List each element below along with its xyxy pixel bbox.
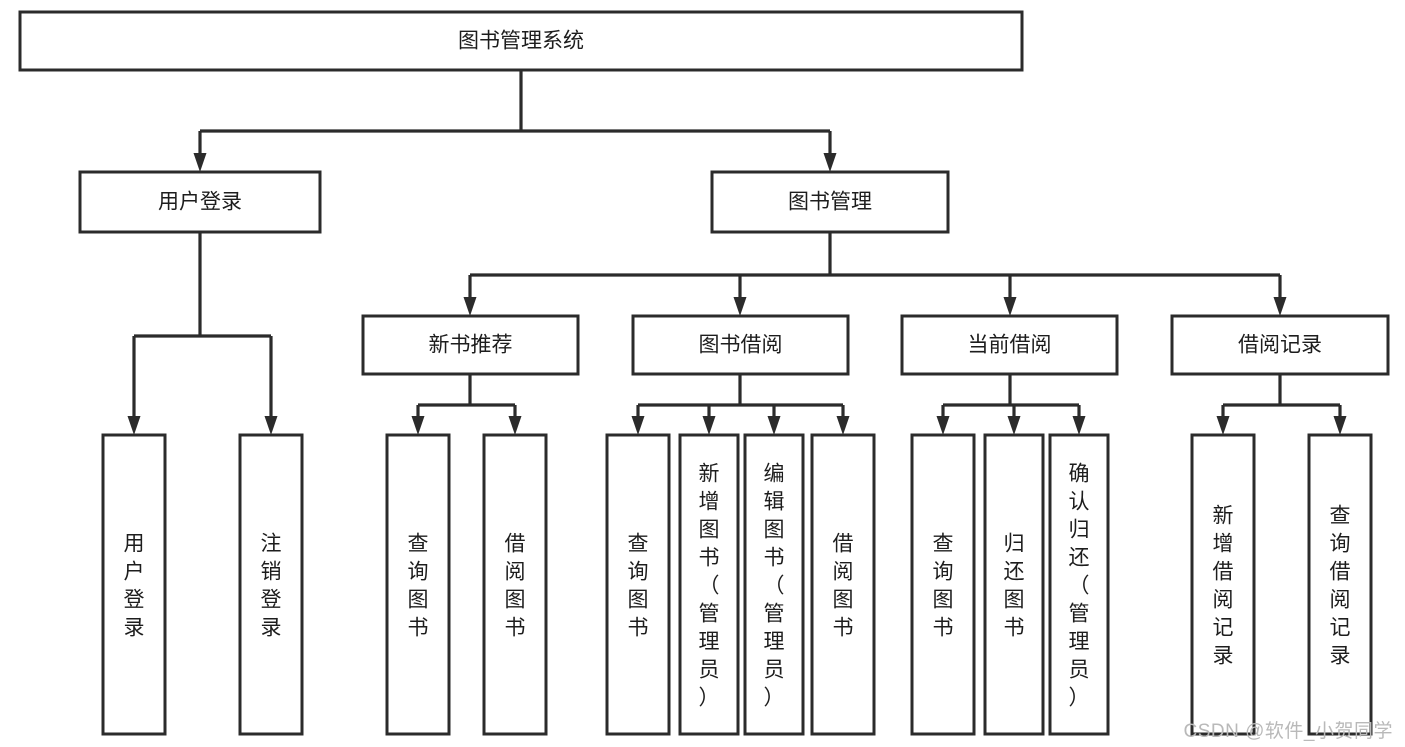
arrow-head-icon	[631, 416, 645, 435]
node-leaf-query-book-recommend[interactable]: 查询图书	[385, 433, 451, 736]
arrow-head-icon	[733, 297, 747, 316]
node-box-leaf-logout[interactable]	[238, 433, 304, 736]
node-box-leaf-add-book[interactable]	[678, 433, 740, 736]
arrow-head-icon	[823, 153, 837, 172]
node-label-root: 图书管理系统	[458, 30, 584, 53]
node-leaf-user-login[interactable]: 用户登录	[101, 433, 167, 736]
node-label-new-book-recommend: 新书推荐	[429, 334, 513, 357]
node-leaf-query-book-current[interactable]: 查询图书	[910, 433, 976, 736]
node-label-leaf-add-book: 新增图书（管理员）	[699, 462, 720, 709]
node-box-leaf-borrow-book-recommend[interactable]	[482, 433, 548, 736]
node-leaf-borrow-book[interactable]: 借阅图书	[810, 433, 876, 736]
node-box-leaf-confirm-return[interactable]	[1048, 433, 1110, 736]
arrow-head-icon	[936, 416, 950, 435]
arrow-head-icon	[127, 416, 141, 435]
node-label-leaf-user-login: 用户登录	[124, 532, 145, 639]
node-box-leaf-return-book[interactable]	[983, 433, 1045, 736]
arrow-head-icon	[702, 416, 716, 435]
csdn-watermark: CSDN @软件_小贺同学	[1183, 721, 1393, 742]
nodes-layer: 图书管理系统用户登录图书管理新书推荐图书借阅当前借阅借阅记录用户登录注销登录查询…	[18, 10, 1390, 736]
node-leaf-query-book-borrow[interactable]: 查询图书	[605, 433, 671, 736]
node-label-book-borrow: 图书借阅	[699, 334, 783, 357]
connector-group-userlogin-to-leaves	[127, 232, 278, 435]
node-new-book-recommend[interactable]: 新书推荐	[361, 314, 580, 376]
node-label-leaf-add-borrow-record: 新增借阅记录	[1213, 504, 1234, 667]
connectors-layer	[127, 70, 1347, 435]
node-leaf-return-book[interactable]: 归还图书	[983, 433, 1045, 736]
arrow-head-icon	[463, 297, 477, 316]
arrow-head-icon	[1072, 416, 1086, 435]
arrow-head-icon	[264, 416, 278, 435]
node-box-leaf-query-book-borrow[interactable]	[605, 433, 671, 736]
arrow-head-icon	[1216, 416, 1230, 435]
node-leaf-query-borrow-record[interactable]: 查询借阅记录	[1307, 433, 1373, 736]
connector-group-current-to-leaves	[936, 374, 1086, 435]
node-box-borrow-record[interactable]	[1170, 314, 1390, 376]
node-user-login[interactable]: 用户登录	[78, 170, 322, 234]
node-box-leaf-edit-book[interactable]	[743, 433, 805, 736]
arrow-head-icon	[836, 416, 850, 435]
node-label-leaf-confirm-return: 确认归还（管理员）	[1069, 462, 1090, 709]
connector-group-borrow-to-leaves	[631, 374, 850, 435]
node-box-book-borrow[interactable]	[631, 314, 850, 376]
node-label-leaf-borrow-book: 借阅图书	[833, 532, 854, 639]
node-label-leaf-return-book: 归还图书	[1004, 532, 1025, 639]
arrow-head-icon	[1007, 416, 1021, 435]
node-label-book-manage: 图书管理	[788, 191, 872, 214]
node-label-borrow-record: 借阅记录	[1238, 334, 1322, 357]
node-label-leaf-query-book-current: 查询图书	[933, 532, 954, 639]
node-current-borrow[interactable]: 当前借阅	[900, 314, 1119, 376]
connector-group-root-to-level1	[193, 70, 837, 172]
node-box-leaf-borrow-book[interactable]	[810, 433, 876, 736]
node-label-user-login: 用户登录	[158, 191, 242, 214]
node-box-leaf-query-book-current[interactable]	[910, 433, 976, 736]
arrow-head-icon	[1003, 297, 1017, 316]
node-label-leaf-query-book-recommend: 查询图书	[408, 532, 429, 639]
node-borrow-record[interactable]: 借阅记录	[1170, 314, 1390, 376]
node-leaf-add-book[interactable]: 新增图书（管理员）	[678, 433, 740, 736]
node-label-leaf-query-borrow-record: 查询借阅记录	[1330, 504, 1351, 667]
node-box-user-login[interactable]	[78, 170, 322, 234]
arrow-head-icon	[508, 416, 522, 435]
node-label-leaf-logout: 注销登录	[261, 532, 282, 639]
node-box-current-borrow[interactable]	[900, 314, 1119, 376]
node-label-current-borrow: 当前借阅	[968, 334, 1052, 357]
node-leaf-edit-book[interactable]: 编辑图书（管理员）	[743, 433, 805, 736]
node-leaf-logout[interactable]: 注销登录	[238, 433, 304, 736]
arrow-head-icon	[411, 416, 425, 435]
node-leaf-borrow-book-recommend[interactable]: 借阅图书	[482, 433, 548, 736]
node-book-manage[interactable]: 图书管理	[710, 170, 950, 234]
arrow-head-icon	[193, 153, 207, 172]
node-leaf-confirm-return[interactable]: 确认归还（管理员）	[1048, 433, 1110, 736]
arrow-head-icon	[767, 416, 781, 435]
node-box-new-book-recommend[interactable]	[361, 314, 580, 376]
connector-group-bookmanage-to-level2	[463, 232, 1287, 316]
node-label-leaf-edit-book: 编辑图书（管理员）	[764, 462, 785, 709]
node-label-leaf-borrow-book-recommend: 借阅图书	[505, 532, 526, 639]
node-box-book-manage[interactable]	[710, 170, 950, 234]
node-box-leaf-query-borrow-record[interactable]	[1307, 433, 1373, 736]
connector-group-record-to-leaves	[1216, 374, 1347, 435]
node-book-borrow[interactable]: 图书借阅	[631, 314, 850, 376]
node-box-leaf-user-login[interactable]	[101, 433, 167, 736]
node-leaf-add-borrow-record[interactable]: 新增借阅记录	[1190, 433, 1256, 736]
arrow-head-icon	[1333, 416, 1347, 435]
node-box-root[interactable]	[18, 10, 1024, 72]
connector-group-recommend-to-leaves	[411, 374, 522, 435]
node-label-leaf-query-book-borrow: 查询图书	[628, 532, 649, 639]
node-root[interactable]: 图书管理系统	[18, 10, 1024, 72]
node-box-leaf-query-book-recommend[interactable]	[385, 433, 451, 736]
node-box-leaf-add-borrow-record[interactable]	[1190, 433, 1256, 736]
arrow-head-icon	[1273, 297, 1287, 316]
